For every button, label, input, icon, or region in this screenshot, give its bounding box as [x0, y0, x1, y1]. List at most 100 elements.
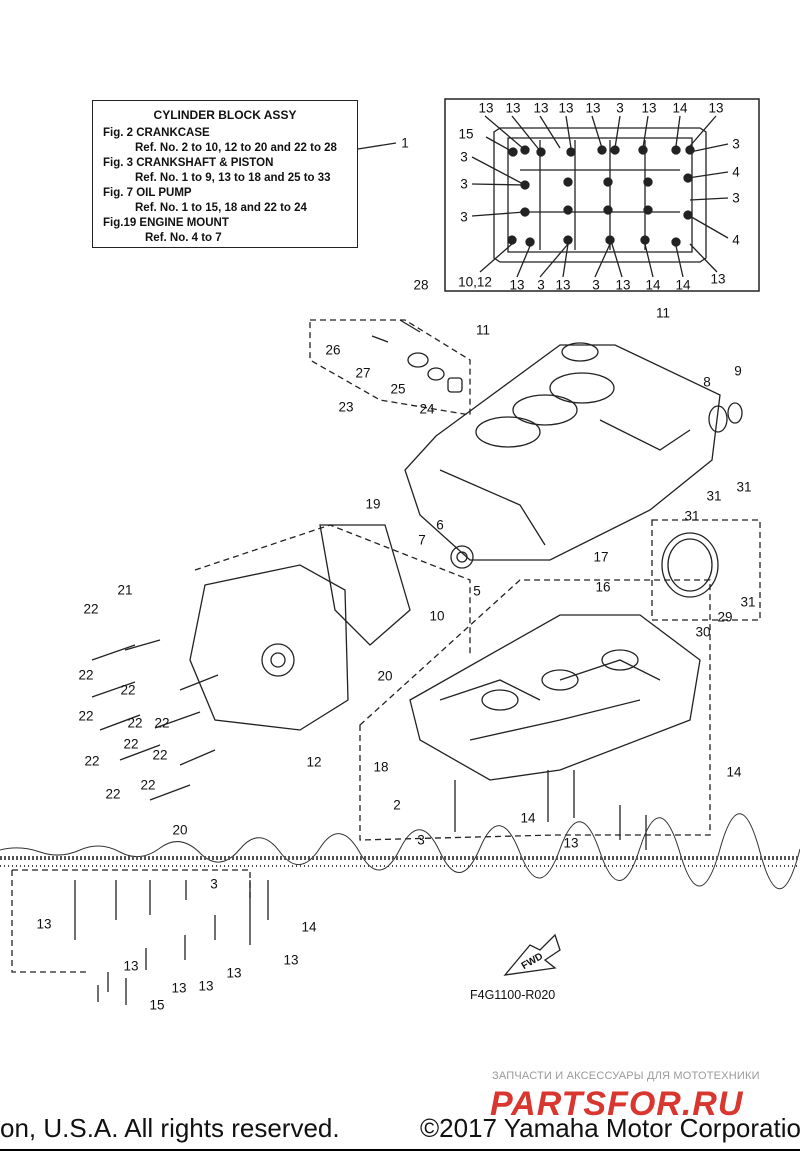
svg-text:PARTSFOR.RU: PARTSFOR.RU [490, 1085, 744, 1123]
legend-box: CYLINDER BLOCK ASSY Fig. 2 CRANKCASE Ref… [92, 100, 358, 248]
callout-label: 26 [325, 342, 341, 358]
callout-label: 3 [616, 100, 624, 116]
callout-label: 13 [505, 100, 521, 116]
block-top-view [493, 127, 707, 263]
callout-label: 31 [706, 488, 722, 504]
callout-label: 14 [645, 277, 661, 293]
legend-line: Ref. No. 2 to 10, 12 to 20 and 22 to 28 [135, 142, 337, 154]
figure-code: F4G1100-R020 [470, 988, 556, 1002]
callout-label: 18 [373, 759, 389, 775]
fwd-arrow [503, 933, 561, 976]
callout-label: 22 [123, 736, 139, 752]
callout-label: 14 [301, 919, 317, 935]
callout-label: 13 [509, 277, 525, 293]
callout-label: 27 [355, 365, 371, 381]
callout-label: 20 [172, 822, 188, 838]
callout-label: 4 [732, 232, 740, 248]
callout-label: 11 [475, 322, 491, 338]
callout-label: 22 [78, 667, 94, 683]
callout-label: 13 [585, 100, 601, 116]
callout-label: 3 [460, 209, 468, 225]
callout-label: 3 [460, 149, 468, 165]
callout-label: 13 [226, 965, 242, 981]
callout-label: 22 [127, 715, 143, 731]
callout-label: 13 [555, 277, 571, 293]
callout-label: 13 [615, 277, 631, 293]
legend-line: Fig. 3 CRANKSHAFT & PISTON [103, 157, 274, 169]
callout-label: 9 [734, 363, 742, 379]
callout-label: 25 [390, 381, 406, 397]
torn-edge-band [0, 813, 800, 890]
callout-label: 31 [684, 508, 700, 524]
footer-copyright-left: on, U.S.A. All rights reserved. [0, 1113, 340, 1143]
callout-label: 30 [695, 624, 711, 640]
callout-label: 14 [520, 810, 536, 826]
callout-label: 13 [710, 271, 726, 287]
callout-label: 3 [537, 277, 545, 293]
callout-label: 3 [460, 176, 468, 192]
legend-title: CYLINDER BLOCK ASSY [153, 108, 297, 122]
callout-label: 24 [419, 401, 435, 417]
callout-label: 6 [436, 517, 444, 533]
callout-label: 22 [84, 753, 100, 769]
callout-label: 15 [149, 997, 165, 1013]
callout-label: 13 [478, 100, 494, 116]
callout-label: 10,12 [458, 274, 492, 290]
callout-label: 5 [473, 583, 481, 599]
callout-label: 15 [458, 126, 474, 142]
callout-label: 28 [413, 277, 429, 293]
callout-label: 3 [417, 832, 425, 848]
cylinder-block [404, 344, 721, 561]
callout-label: 16 [595, 579, 611, 595]
callout-label: 12 [306, 754, 322, 770]
callout-label: 22 [120, 682, 136, 698]
callout-label: 19 [365, 496, 381, 512]
callout-label: 22 [152, 747, 168, 763]
callout-label: 14 [672, 100, 688, 116]
legend-line: Fig. 7 OIL PUMP [103, 187, 192, 199]
oil-pump-cover [189, 564, 349, 731]
callout-label: 31 [740, 594, 756, 610]
callout-label: 13 [36, 916, 52, 932]
legend-line: Ref. No. 4 to 7 [145, 232, 222, 244]
inset-top-view-frame [444, 98, 760, 292]
callout-label: 17 [593, 549, 609, 565]
callout-label: 13 [533, 100, 549, 116]
callout-label: 7 [418, 532, 426, 548]
callout-label: 1 [401, 135, 409, 151]
callout-label: 3 [732, 136, 740, 152]
callout-label: 31 [736, 479, 752, 495]
legend-line: Ref. No. 1 to 15, 18 and 22 to 24 [135, 202, 307, 214]
callout-label: 3 [732, 190, 740, 206]
callout-label: 13 [171, 980, 187, 996]
callout-label: 10 [429, 608, 445, 624]
callout-label: 21 [117, 582, 133, 598]
callout-label: 13 [563, 835, 579, 851]
callout-label: 23 [338, 399, 354, 415]
callout-label: 22 [154, 715, 170, 731]
callout-label: 13 [708, 100, 724, 116]
callout-label: 29 [717, 609, 733, 625]
callout-label: 22 [105, 786, 121, 802]
legend-line: Fig. 2 CRANKCASE [103, 127, 210, 139]
callout-label: 3 [210, 876, 218, 892]
callout-label: 22 [78, 708, 94, 724]
inset-bolt-heads [507, 145, 695, 247]
callout-label: 14 [726, 764, 742, 780]
callout-label: 22 [140, 777, 156, 793]
callout-label: 2 [393, 797, 401, 813]
watermark-text: ЗАПЧАСТИ И АКСЕССУАРЫ ДЛЯ МОТОТЕХНИКИ [492, 1070, 760, 1082]
callout-label: 8 [703, 374, 711, 390]
callout-label: 3 [592, 277, 600, 293]
callout-label: 13 [198, 978, 214, 994]
callout-label: 11 [655, 305, 671, 321]
legend-line: Fig.19 ENGINE MOUNT [103, 217, 229, 229]
callout-label: 20 [377, 668, 393, 684]
crankcase-lower [409, 614, 701, 781]
callout-label: 14 [675, 277, 691, 293]
legend-line: Ref. No. 1 to 9, 13 to 18 and 25 to 33 [135, 172, 331, 184]
callout-label: 4 [732, 164, 740, 180]
footer-copyright-right: ©2017 Yamaha Motor Corporatio [420, 1113, 800, 1143]
watermark-brand: PARTSFOR.RU [490, 1085, 744, 1123]
